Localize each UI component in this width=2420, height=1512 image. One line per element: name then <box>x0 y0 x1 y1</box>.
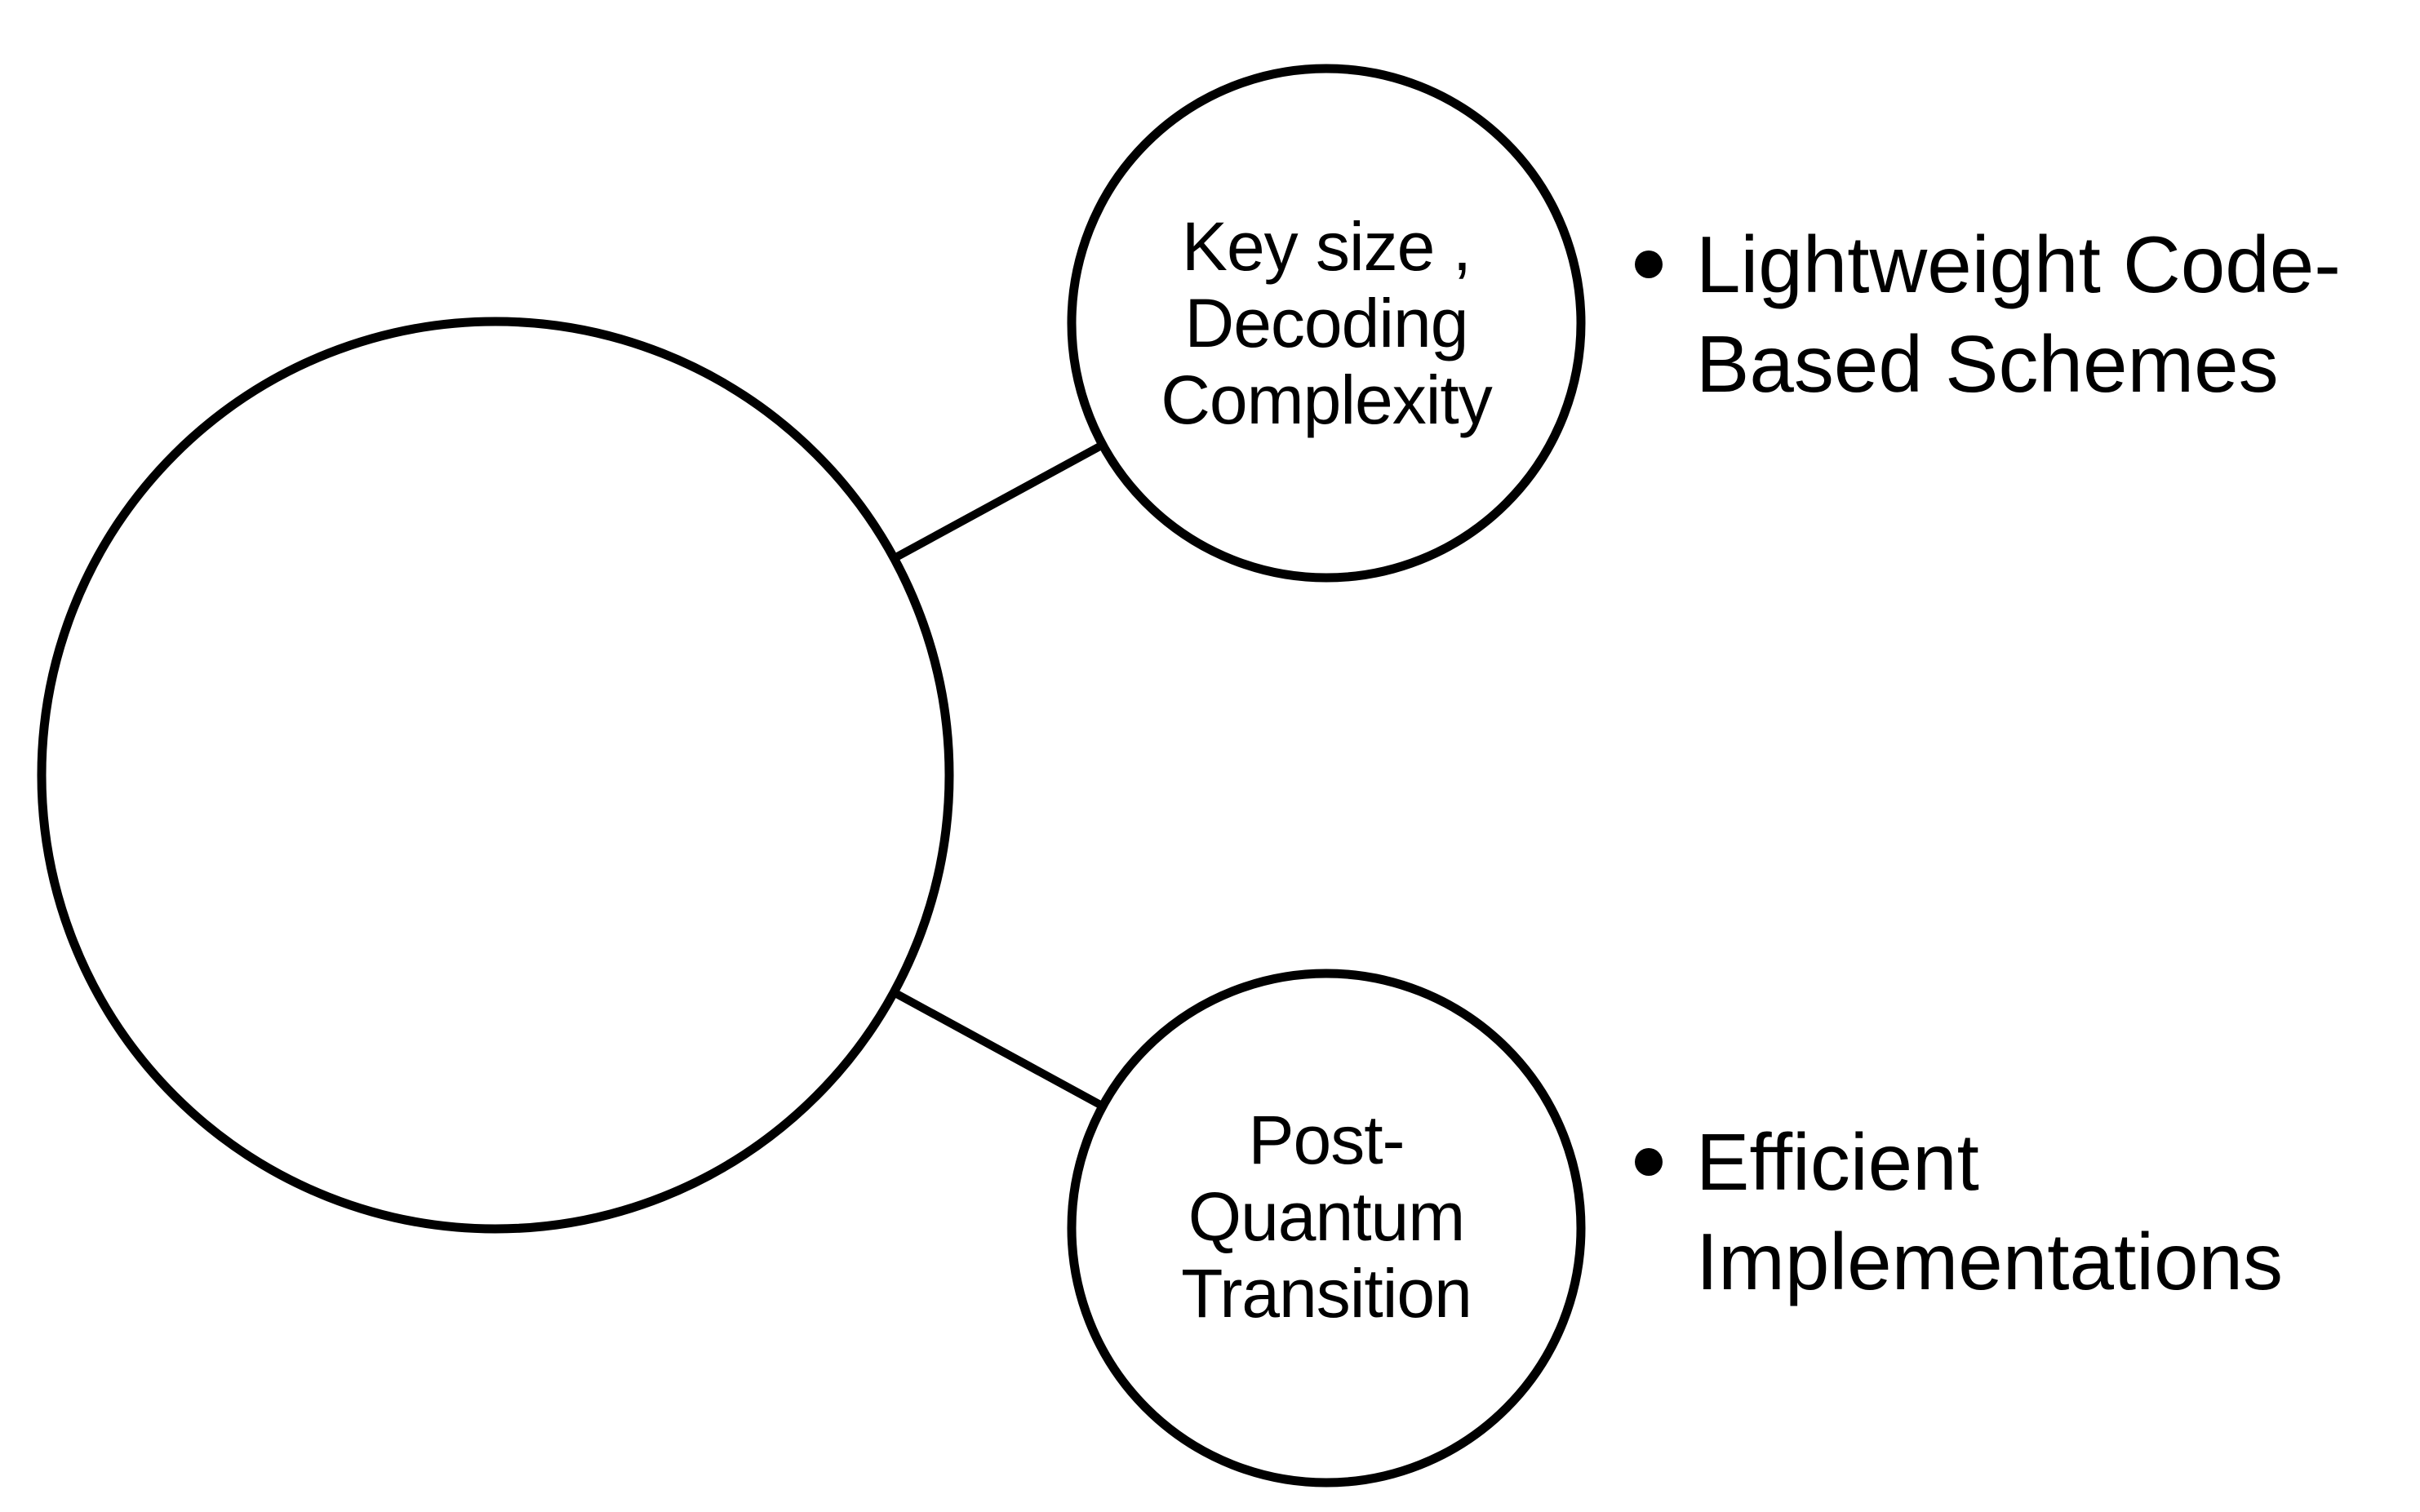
bullet-item-efficient-implementations: Efficient Implementations <box>1635 1112 2283 1311</box>
bullet-text-line: Based Schemes <box>1696 319 2279 409</box>
branch-circle-key-size <box>1067 64 1586 583</box>
branch-label-line: Decoding <box>1184 285 1469 361</box>
bullet-text: Efficient Implementations <box>1696 1112 2283 1311</box>
bullet-item-lightweight-schemes: Lightweight Code- Based Schemes <box>1635 215 2341 414</box>
branch-label-post-quantum: Post- Quantum Transition <box>1072 962 1581 1471</box>
branch-label-line: Key size , <box>1181 208 1472 285</box>
main-circle <box>37 317 954 1234</box>
branch-circle-post-quantum <box>1067 969 1586 1488</box>
bullet-text-line: Implementations <box>1696 1217 2284 1306</box>
bullet-text-line: Lightweight Code- <box>1696 219 2341 309</box>
bullet-text-line: Efficient <box>1696 1117 1979 1207</box>
bullet-text: Lightweight Code- Based Schemes <box>1696 215 2341 414</box>
branch-label-line: Post- <box>1248 1102 1405 1178</box>
branch-label-line: Complexity <box>1161 361 1492 438</box>
branch-label-key-size: Key size , Decoding Complexity <box>1072 69 1581 578</box>
branch-label-line: Quantum <box>1188 1178 1466 1255</box>
bullet-icon <box>1635 251 1663 278</box>
bullet-icon <box>1635 1148 1663 1176</box>
branch-label-line: Transition <box>1181 1255 1472 1332</box>
